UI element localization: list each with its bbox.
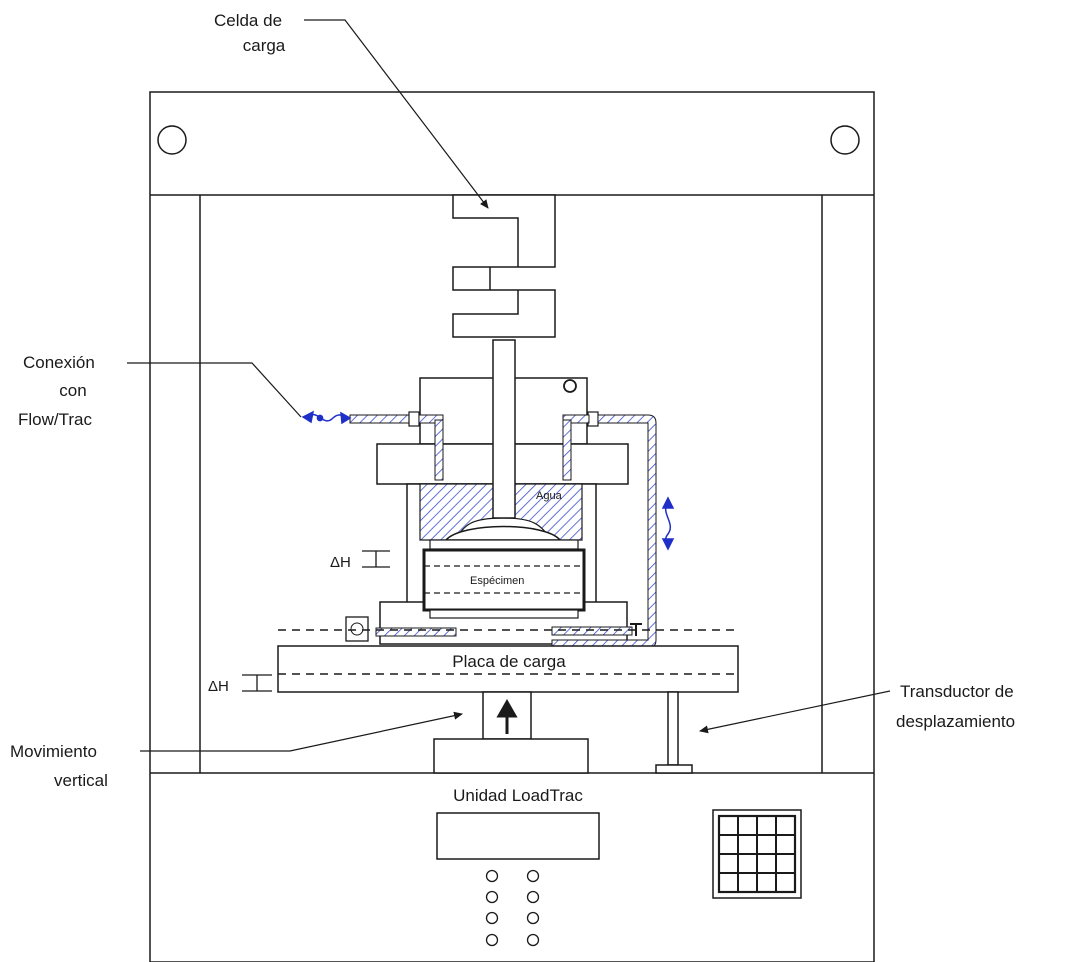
- movement-label-1: Movimiento: [10, 742, 97, 761]
- inlet-tube-2: [418, 414, 444, 424]
- load-cell-label-1: Celda de: [214, 11, 282, 30]
- load-plate: [277, 645, 739, 693]
- connection-label-2: con: [59, 381, 86, 400]
- unit-button: [485, 933, 499, 947]
- outlet-drop: [562, 419, 572, 481]
- load-plate-label: Placa de carga: [452, 652, 566, 671]
- piston-head: [444, 525, 562, 541]
- delta-h-bottom-label: ΔH: [208, 678, 229, 695]
- unit-button: [526, 933, 540, 947]
- keypad-icon: [712, 809, 802, 899]
- specimen-ring: [422, 548, 586, 612]
- inlet-fitting: [408, 411, 420, 427]
- frame-outline: [149, 91, 875, 962]
- flow-direction-arrow: [301, 410, 352, 425]
- delta-h-top-label: ΔH: [330, 554, 351, 571]
- button-column-left: [485, 869, 499, 947]
- button-column-right: [526, 869, 540, 947]
- outlet-stub: [562, 414, 590, 424]
- up-arrow-icon: [496, 698, 518, 734]
- base-tube-right: [551, 626, 633, 636]
- specimen-label: Espécimen: [470, 575, 524, 587]
- water-label: Agua: [536, 490, 563, 502]
- inlet-drop: [434, 419, 444, 481]
- display-screen: [436, 812, 600, 860]
- unit-button: [485, 890, 499, 904]
- left-bolt-circle: [157, 125, 187, 155]
- connection-label-1: Conexión: [23, 353, 95, 372]
- unit-button: [485, 911, 499, 925]
- unit-label: Unidad LoadTrac: [453, 786, 583, 805]
- piston-rod: [492, 339, 516, 519]
- unit-button: [526, 911, 540, 925]
- load-cell: [452, 194, 556, 338]
- vent-screw: [563, 379, 577, 393]
- load-cell-leader: [304, 19, 489, 209]
- base-tube-left: [375, 627, 457, 637]
- drain-valve: [345, 616, 369, 642]
- movement-leader: [140, 711, 463, 752]
- drain-valve-knob: [350, 622, 364, 636]
- bottom-porous-stone: [429, 609, 579, 619]
- delta-h-bottom-marker: [242, 674, 272, 692]
- transducer-rod: [667, 691, 679, 766]
- load-cell-label-2: carga: [243, 36, 286, 55]
- leader-lines: [127, 19, 891, 752]
- unit-button: [526, 890, 540, 904]
- unit-button: [526, 869, 540, 883]
- unit-button: [485, 869, 499, 883]
- transducer-label-2: desplazamiento: [896, 712, 1015, 731]
- delta-h-top-marker: [362, 550, 390, 568]
- right-bolt-circle: [830, 125, 860, 155]
- movement-label-2: vertical: [54, 771, 108, 790]
- inlet-tube: [349, 414, 411, 424]
- transducer-foot: [655, 764, 693, 774]
- drainage-direction-arrow: [661, 496, 675, 551]
- top-porous-stone: [429, 539, 579, 550]
- ram-base: [433, 738, 589, 774]
- transducer-label-1: Transductor de: [900, 682, 1014, 701]
- transducer-leader: [699, 690, 891, 734]
- connection-label-3: Flow/Trac: [18, 410, 92, 429]
- connection-leader: [127, 362, 302, 418]
